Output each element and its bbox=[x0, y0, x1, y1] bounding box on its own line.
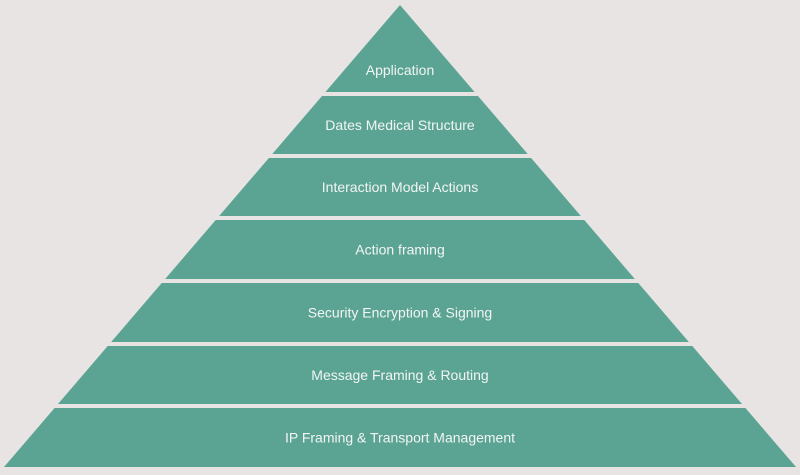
pyramid-layer: Application bbox=[325, 5, 475, 92]
pyramid-layer-shape bbox=[272, 96, 528, 154]
pyramid-layer-shape bbox=[58, 346, 742, 404]
pyramid-layer-label: Message Framing & Routing bbox=[311, 367, 488, 383]
pyramid-layer-label: Application bbox=[366, 62, 435, 78]
pyramid-layer: Action framing bbox=[165, 220, 635, 279]
pyramid-layer-shape bbox=[111, 283, 689, 342]
pyramid-layer: Dates Medical Structure bbox=[272, 96, 528, 154]
pyramid-layer-label: IP Framing & Transport Management bbox=[285, 430, 515, 446]
pyramid-layer-shape bbox=[325, 5, 475, 92]
pyramid-layer-label: Security Encryption & Signing bbox=[308, 305, 492, 321]
pyramid-layer: Message Framing & Routing bbox=[58, 346, 742, 404]
pyramid-layer: Security Encryption & Signing bbox=[111, 283, 689, 342]
pyramid-layer-shape bbox=[4, 408, 796, 467]
pyramid-layer: IP Framing & Transport Management bbox=[4, 408, 796, 467]
pyramid-layer-label: Dates Medical Structure bbox=[325, 117, 475, 133]
pyramid-layer-shape bbox=[165, 220, 635, 279]
pyramid-layer-label: Interaction Model Actions bbox=[322, 179, 478, 195]
pyramid-layer-shape bbox=[219, 158, 581, 216]
pyramid-layer-label: Action framing bbox=[355, 242, 444, 258]
pyramid-layer: Interaction Model Actions bbox=[219, 158, 581, 216]
